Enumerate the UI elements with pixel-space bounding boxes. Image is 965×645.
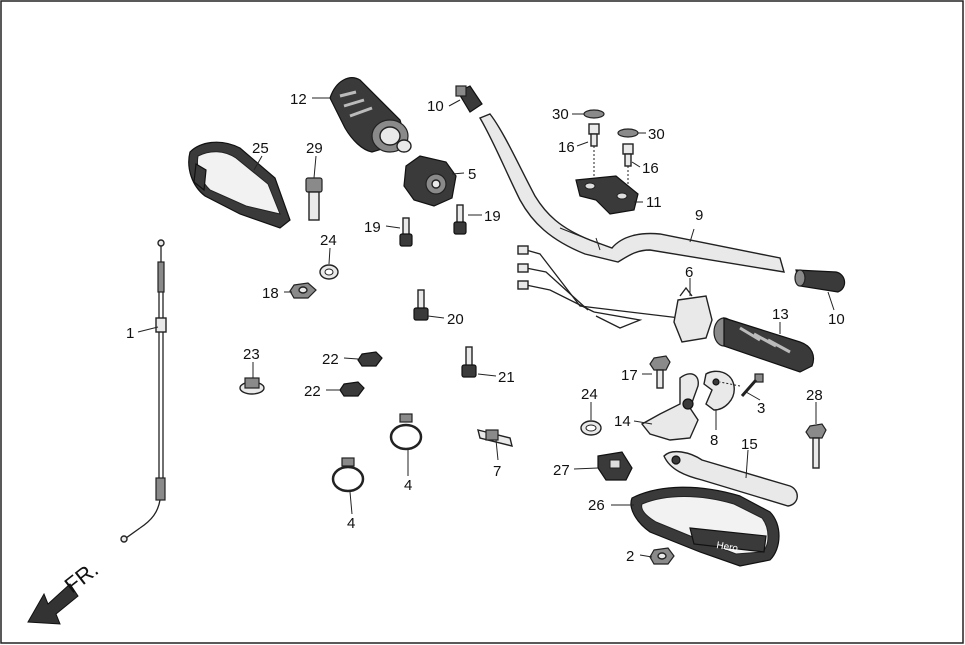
switch-wiring — [517, 245, 681, 329]
flange-nut-23 — [239, 377, 265, 395]
switch-27 — [597, 451, 633, 481]
bar-end-10-right — [794, 269, 846, 293]
clamp-4-left — [331, 457, 365, 493]
callout-8: 8 — [710, 432, 718, 449]
callout-3: 3 — [757, 400, 765, 417]
bar-end-10-top — [455, 85, 483, 113]
bolt-16-left — [588, 123, 600, 176]
brake-lever-15 — [663, 450, 798, 507]
front-direction-arrow-icon — [27, 583, 79, 625]
callout-11: 11 — [646, 194, 662, 211]
callout-4-right: 4 — [404, 477, 412, 494]
callout-12: 12 — [290, 91, 307, 108]
guard-brand-text: Hero — [715, 540, 739, 555]
callout-2: 2 — [626, 548, 634, 565]
bolt-20 — [413, 289, 429, 321]
callout-22-lower: 22 — [304, 383, 321, 400]
bolt-21 — [461, 346, 477, 378]
switch-housing — [403, 155, 457, 207]
callout-27: 27 — [553, 462, 570, 479]
left-hand-guard — [188, 141, 291, 229]
screw-19-left — [399, 217, 413, 247]
bolt-29 — [305, 177, 323, 221]
callout-4-left: 4 — [347, 515, 355, 532]
handlebar — [478, 113, 785, 273]
switch-7 — [477, 429, 513, 447]
callout-25: 25 — [252, 140, 269, 157]
cap-30-right — [617, 128, 639, 138]
callout-23: 23 — [243, 346, 260, 363]
bolt-17 — [649, 355, 671, 389]
callout-24-left: 24 — [320, 232, 337, 249]
screw-19-right — [453, 204, 467, 235]
leader-lines — [137, 97, 835, 558]
bolt-28 — [805, 423, 827, 469]
callout-19-left: 19 — [364, 219, 381, 236]
right-grip — [713, 317, 815, 373]
lever-bracket-14 — [640, 373, 699, 441]
callout-18: 18 — [262, 285, 279, 302]
right-hand-guard: Hero — [630, 486, 780, 567]
callout-16-right: 16 — [642, 160, 659, 177]
screw-3 — [719, 373, 764, 397]
callout-20: 20 — [447, 311, 464, 328]
clutch-cable — [120, 239, 167, 543]
callout-22-upper: 22 — [322, 351, 339, 368]
nut-2 — [649, 547, 675, 565]
callout-17: 17 — [621, 367, 638, 384]
callout-5: 5 — [468, 166, 476, 183]
callout-30-left: 30 — [552, 106, 569, 123]
throttle-switch-6 — [673, 286, 713, 343]
callout-24-right: 24 — [581, 386, 598, 403]
callout-9: 9 — [695, 207, 703, 224]
left-grip — [329, 77, 412, 153]
callout-labels: 1 2 3 4 4 5 6 7 8 9 10 10 11 12 13 14 15… — [126, 91, 845, 565]
callout-16-left: 16 — [558, 139, 575, 156]
cap-30-left — [583, 109, 605, 119]
callout-6: 6 — [685, 264, 693, 281]
callout-28: 28 — [806, 387, 823, 404]
callout-30-right: 30 — [648, 126, 665, 143]
callout-14: 14 — [614, 413, 631, 430]
callout-13: 13 — [772, 306, 789, 323]
clamp-4-right — [389, 413, 423, 451]
callout-19-right: 19 — [484, 208, 501, 225]
bolt-16-right — [622, 143, 634, 188]
callout-10-right: 10 — [828, 311, 845, 328]
washer-24-left — [319, 264, 339, 280]
callout-15: 15 — [741, 436, 758, 453]
callout-21: 21 — [498, 369, 515, 386]
callout-10-top: 10 — [427, 98, 444, 115]
upper-clamp-11 — [575, 175, 639, 215]
callout-1: 1 — [126, 325, 134, 342]
nut-22-lower — [339, 381, 365, 397]
callout-29: 29 — [306, 140, 323, 157]
washer-24-right — [580, 420, 602, 436]
clamp-8 — [703, 370, 735, 411]
nut-18 — [289, 282, 317, 299]
callout-7: 7 — [493, 463, 501, 480]
nut-22-upper — [357, 351, 383, 367]
callout-26: 26 — [588, 497, 605, 514]
